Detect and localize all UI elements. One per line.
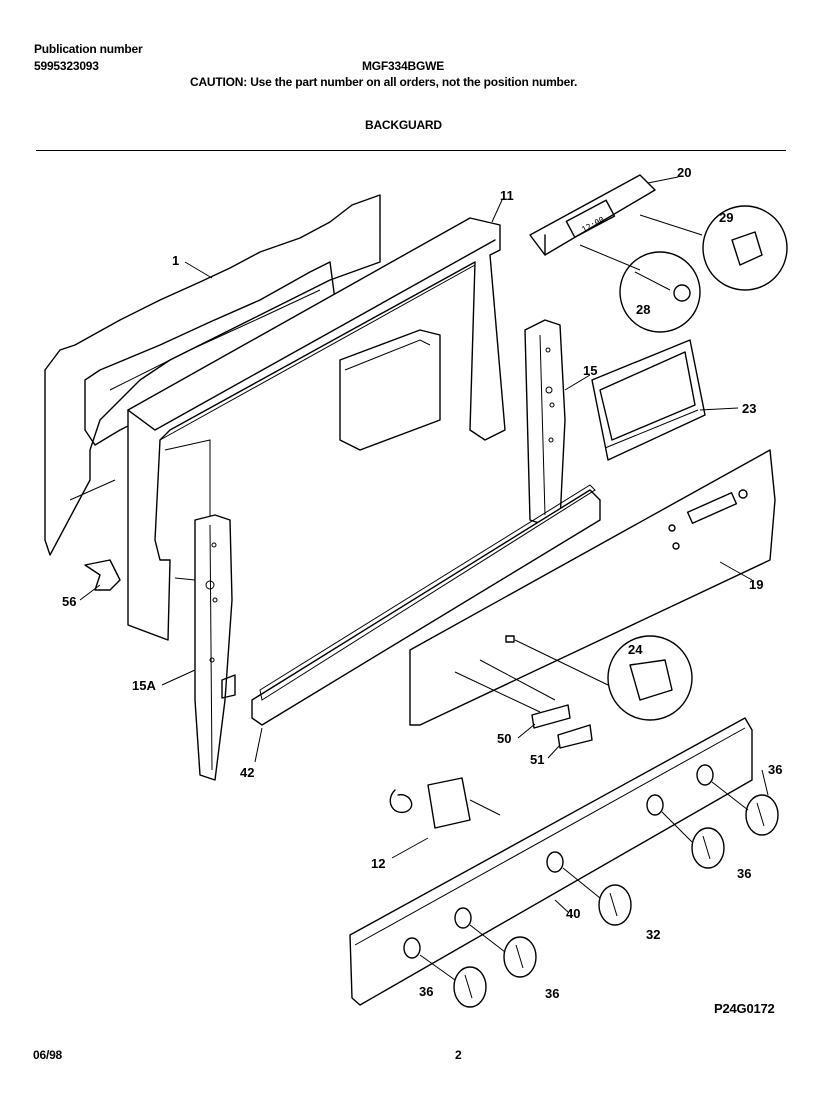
part-clock-timer: 12:00 — [530, 175, 655, 255]
callout-50: 50 — [497, 731, 512, 746]
callout-28: 28 — [636, 302, 651, 317]
callout-19: 19 — [749, 577, 764, 592]
publication-label: Publication number — [34, 42, 143, 56]
part-control-panel — [410, 450, 775, 725]
callout-29: 29 — [719, 210, 734, 225]
callout-20: 20 — [677, 165, 692, 180]
part-knob-shaft — [580, 245, 700, 332]
callout-12: 12 — [371, 856, 386, 871]
callout-15a: 15A — [132, 678, 156, 693]
callout-40: 40 — [566, 906, 581, 921]
page-number: 2 — [455, 1048, 462, 1062]
part-backguard-frame — [128, 218, 505, 640]
part-switch-trims — [455, 660, 592, 748]
callout-36-b: 36 — [737, 866, 752, 881]
part-infinite-switch — [390, 778, 500, 828]
caution-note: CAUTION: Use the part number on all orde… — [190, 75, 578, 89]
callout-32: 32 — [646, 927, 661, 942]
part-overlay-bracket — [592, 340, 705, 460]
model-number: MGF334BGWE — [362, 59, 445, 73]
part-right-bracket — [525, 320, 565, 525]
footer-date: 06/98 — [33, 1048, 63, 1062]
diagram-code: P24G0172 — [714, 1001, 775, 1016]
callout-15: 15 — [583, 363, 598, 378]
header-divider — [36, 150, 786, 151]
callout-1: 1 — [172, 253, 180, 268]
publication-number: 5995323093 — [34, 59, 99, 73]
callout-leaders — [80, 177, 768, 912]
callout-36-d: 36 — [545, 986, 560, 1001]
callout-56: 56 — [62, 594, 77, 609]
callout-24: 24 — [628, 642, 643, 657]
callout-36-c: 36 — [419, 984, 434, 999]
part-timer-knob-detail — [640, 206, 787, 290]
part-manifold-panel — [350, 718, 752, 1005]
callout-23: 23 — [742, 401, 757, 416]
callout-51: 51 — [530, 752, 545, 767]
part-knobs — [420, 782, 778, 1007]
part-left-bracket — [195, 515, 235, 780]
callout-11: 11 — [500, 188, 514, 203]
callout-36-a: 36 — [768, 762, 783, 777]
part-trim-rail — [252, 485, 600, 725]
callout-42: 42 — [240, 765, 255, 780]
section-title: BACKGUARD — [365, 118, 442, 132]
part-rocker-switch-detail — [515, 636, 692, 720]
